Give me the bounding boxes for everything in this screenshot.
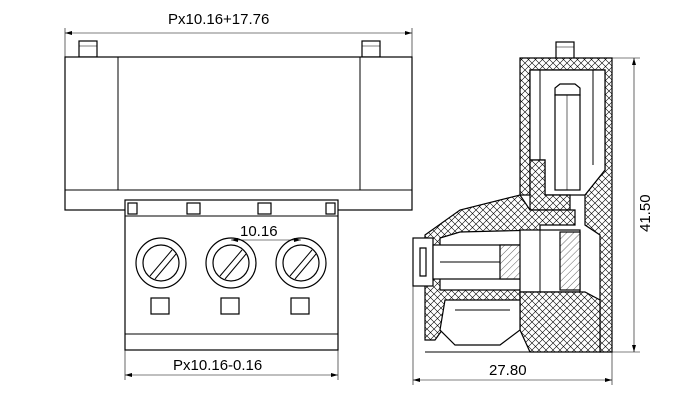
side-height-dimension: 41.50	[612, 57, 654, 353]
top-width-label: Px10.16+17.76	[168, 11, 269, 28]
top-width-dimension: Px10.16+17.76	[64, 11, 413, 58]
pitch-dimension: 10.16	[231, 223, 301, 242]
side-screw	[412, 237, 524, 287]
side-pin	[555, 41, 575, 60]
side-height-label: 41.50	[637, 194, 654, 232]
screw-3	[275, 237, 327, 289]
bottom-width-dimension: Px10.16-0.16	[124, 350, 339, 380]
bottom-width-label: Px10.16-0.16	[173, 357, 262, 374]
wire-entries	[150, 297, 310, 315]
screw-2	[205, 237, 257, 289]
top-pins	[78, 40, 381, 58]
screw-1	[135, 237, 187, 289]
upper-housing	[64, 56, 413, 211]
side-section-view: 41.50 27.80	[412, 41, 654, 385]
front-view: Px10.16+17.76	[64, 11, 413, 380]
terminal-screws	[135, 237, 327, 289]
pitch-label: 10.16	[240, 223, 278, 240]
side-depth-dimension: 27.80	[412, 285, 613, 385]
side-depth-label: 27.80	[489, 362, 527, 379]
